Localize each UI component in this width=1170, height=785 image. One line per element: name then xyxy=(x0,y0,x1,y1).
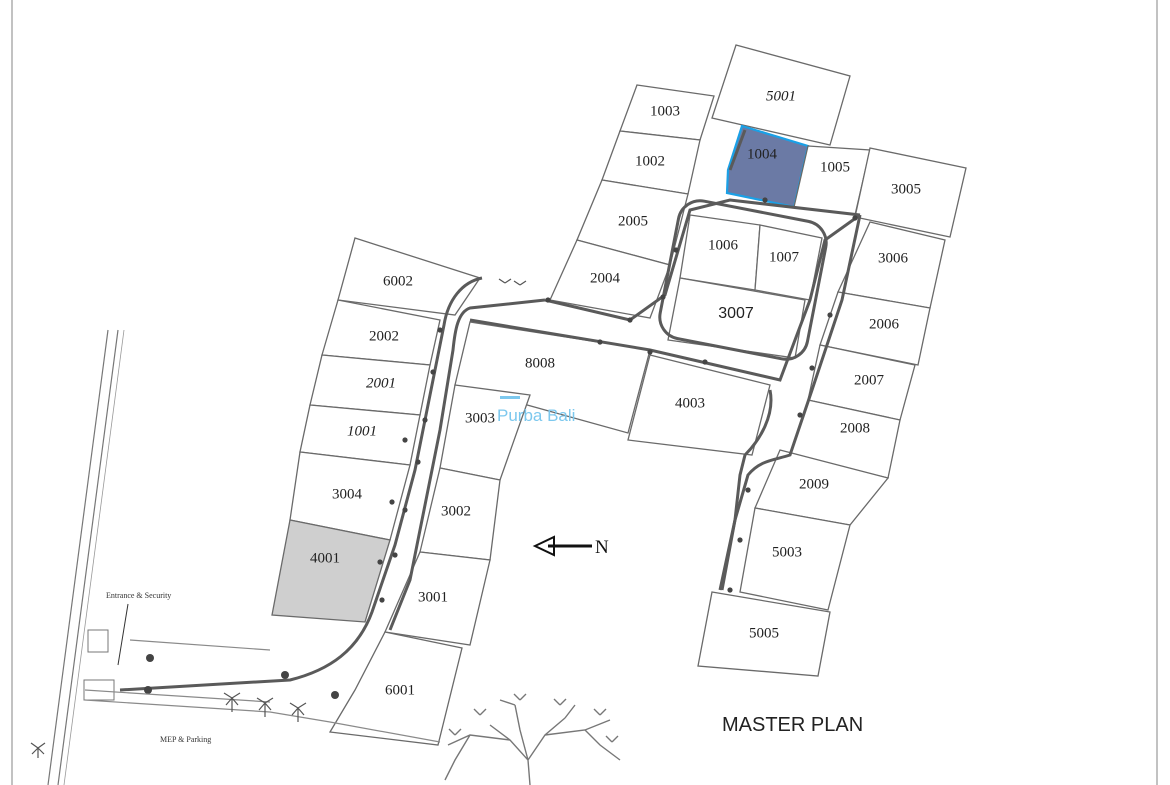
internal-roads xyxy=(119,129,862,692)
plot-label-2002: 2002 xyxy=(369,328,399,344)
plot-label-3001: 3001 xyxy=(418,589,448,605)
road-bollards xyxy=(144,197,858,699)
plot-2006[interactable] xyxy=(819,291,931,366)
plot-label-2008: 2008 xyxy=(840,420,870,436)
plot-label-1002: 1002 xyxy=(635,153,665,169)
plot-label-3002: 3002 xyxy=(441,503,471,519)
plot-label-2004: 2004 xyxy=(590,270,621,286)
plot-label-5003: 5003 xyxy=(772,544,802,560)
plot-label-1005: 1005 xyxy=(820,159,850,175)
plot-label-1006: 1006 xyxy=(708,237,739,253)
plot-labels: 5001 1003 1002 1004 1005 3005 2005 1006 … xyxy=(310,88,921,698)
plot-5005[interactable] xyxy=(697,591,831,677)
plot-3003[interactable] xyxy=(439,384,531,481)
plot-1004[interactable] xyxy=(725,124,810,209)
plot-label-2007: 2007 xyxy=(854,372,885,388)
plot-5001[interactable] xyxy=(711,44,851,146)
plot-label-5005: 5005 xyxy=(749,625,779,641)
parking-label: MEP & Parking xyxy=(160,735,211,744)
plot-3005[interactable] xyxy=(854,147,967,238)
entrance-area: Entrance & Security MEP & Parking xyxy=(83,591,441,744)
watermark-text: Purba Bali xyxy=(497,406,575,425)
plot-6002[interactable] xyxy=(337,237,482,316)
watermark: Purba Bali xyxy=(497,396,575,425)
plot-label-2009: 2009 xyxy=(799,476,829,492)
plot-label-6001: 6001 xyxy=(385,682,415,698)
plot-label-1003: 1003 xyxy=(650,103,680,119)
plot-label-3007: 3007 xyxy=(718,305,754,322)
plot-label-3003: 3003 xyxy=(465,410,495,426)
plot-label-8008: 8008 xyxy=(525,355,555,371)
plot-label-1007: 1007 xyxy=(769,249,800,265)
plot-6001[interactable] xyxy=(328,631,463,746)
plot-label-3005: 3005 xyxy=(891,181,921,197)
plot-label-6002: 6002 xyxy=(383,273,413,289)
plot-label-4003: 4003 xyxy=(675,395,705,411)
plot-label-1004: 1004 xyxy=(747,146,778,162)
plot-2004[interactable] xyxy=(549,239,671,319)
plot-5003[interactable] xyxy=(739,507,851,611)
master-plan-title: MASTER PLAN xyxy=(722,714,863,736)
plot-label-3006: 3006 xyxy=(878,250,909,266)
plot-label-2006: 2006 xyxy=(869,316,900,332)
entrance-label: Entrance & Security xyxy=(106,591,171,600)
external-road xyxy=(47,329,125,785)
plot-label-1001: 1001 xyxy=(347,423,377,439)
plot-layer xyxy=(271,44,967,746)
plot-label-3004: 3004 xyxy=(332,486,363,502)
plot-label-5001: 5001 xyxy=(766,88,796,104)
plot-label-4001: 4001 xyxy=(310,550,340,566)
tree-illustration xyxy=(444,693,621,785)
plot-label-2005: 2005 xyxy=(618,213,648,229)
palm-trees xyxy=(30,278,527,758)
north-arrow: N xyxy=(532,535,609,558)
north-label: N xyxy=(595,537,609,558)
plot-4001[interactable] xyxy=(271,519,391,623)
plot-label-2001: 2001 xyxy=(366,375,396,391)
plot-4003[interactable] xyxy=(627,354,771,456)
